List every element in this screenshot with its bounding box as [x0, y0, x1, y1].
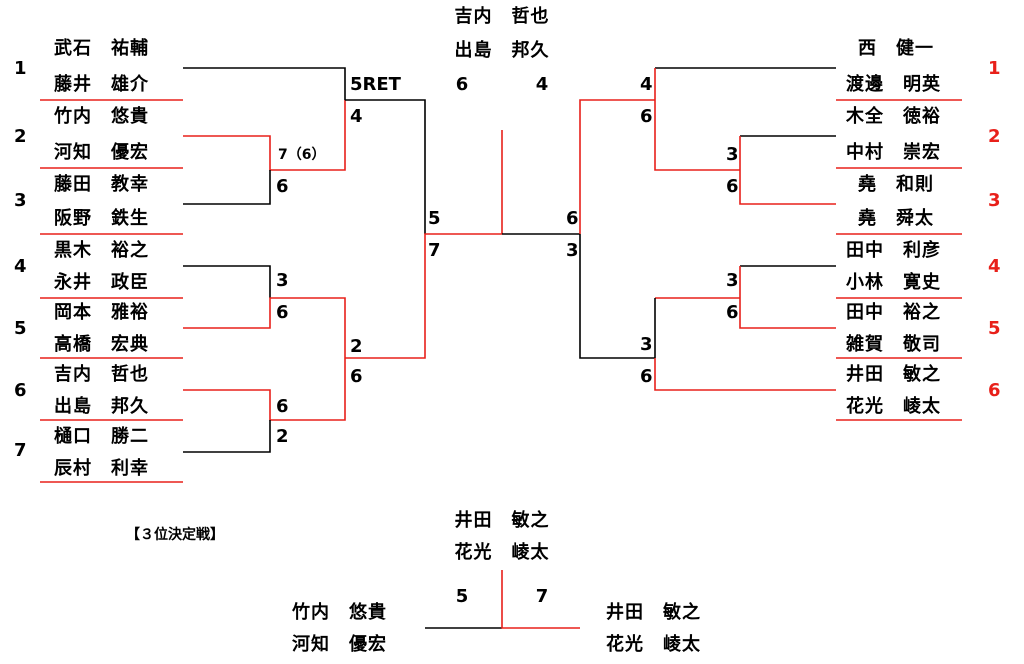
- left-seed-5: 5: [14, 318, 27, 339]
- right-player: 雑賀 敬司: [846, 334, 941, 355]
- left-score: 5RET: [350, 74, 401, 95]
- left-score: 7: [428, 240, 441, 261]
- right-score: 3: [726, 270, 739, 291]
- right-seed-4: 4: [988, 256, 1001, 277]
- third-place-winner: 花光 崚太: [454, 542, 550, 563]
- left-score: 6: [350, 366, 363, 387]
- left-player: 阪野 鉄生: [54, 208, 149, 229]
- right-player: 井田 敏之: [846, 364, 941, 385]
- right-score: 6: [566, 208, 579, 229]
- right-seed-1: 1: [988, 58, 1001, 79]
- right-score: 6: [726, 176, 739, 197]
- left-player: 岡本 雅裕: [54, 302, 149, 323]
- left-player: 河知 優宏: [54, 142, 149, 163]
- right-score: 4: [640, 74, 653, 95]
- left-player: 出島 邦久: [54, 396, 149, 417]
- left-seed-7: 7: [14, 440, 27, 461]
- left-player: 高橋 宏典: [54, 334, 149, 355]
- left-seed-3: 3: [14, 190, 27, 211]
- left-player: 辰村 利幸: [54, 458, 149, 479]
- right-seed-3: 3: [988, 190, 1001, 211]
- left-score: 2: [276, 426, 289, 447]
- left-score: 6: [276, 176, 289, 197]
- right-player: 花光 崚太: [846, 396, 941, 417]
- left-player: 竹内 悠貴: [54, 106, 149, 127]
- third-place-left-player: 河知 優宏: [292, 634, 387, 655]
- left-player: 樋口 勝二: [54, 426, 149, 447]
- right-seed-5: 5: [988, 318, 1001, 339]
- left-score: 4: [350, 106, 363, 127]
- left-seed-6: 6: [14, 380, 27, 401]
- final-score-right: 4: [535, 74, 549, 95]
- left-player: 吉内 哲也: [54, 364, 149, 385]
- left-player: 藤井 雄介: [54, 74, 149, 95]
- right-player: 渡邊 明英: [846, 74, 941, 95]
- left-score: 6: [276, 396, 289, 417]
- left-score: 3: [276, 270, 289, 291]
- left-player: 藤田 教幸: [54, 174, 149, 195]
- final-score-left: 6: [455, 74, 469, 95]
- champion-player: 吉内 哲也: [454, 6, 550, 27]
- left-seed-1: 1: [14, 58, 27, 79]
- left-seed-2: 2: [14, 126, 27, 147]
- left-score: 6: [276, 302, 289, 323]
- right-player: 堯 和則: [858, 174, 934, 195]
- right-player: 中村 崇宏: [846, 142, 941, 163]
- left-score: 7（6）: [278, 147, 326, 163]
- right-player: 田中 裕之: [846, 302, 941, 323]
- left-score: 2: [350, 336, 363, 357]
- right-seed-2: 2: [988, 126, 1001, 147]
- right-player: 木全 徳裕: [846, 106, 941, 127]
- right-score: 6: [726, 302, 739, 323]
- right-player: 堯 舜太: [858, 208, 934, 229]
- right-player: 西 健一: [858, 38, 934, 59]
- right-score: 6: [640, 106, 653, 127]
- right-player: 小林 寛史: [846, 272, 941, 293]
- right-score: 3: [566, 240, 579, 261]
- third-place-score-right: 7: [535, 586, 549, 607]
- third-place-right-player: 井田 敏之: [606, 602, 701, 623]
- right-score: 3: [640, 334, 653, 355]
- right-score: 3: [726, 144, 739, 165]
- champion-player: 出島 邦久: [454, 40, 550, 61]
- left-player: 武石 祐輔: [54, 38, 149, 59]
- left-player: 永井 政臣: [54, 272, 149, 293]
- third-place-left-player: 竹内 悠貴: [292, 602, 387, 623]
- third-place-score-left: 5: [455, 586, 469, 607]
- left-player: 黒木 裕之: [54, 240, 149, 261]
- left-score: 5: [428, 208, 441, 229]
- third-place-title: 【３位決定戦】: [126, 527, 224, 543]
- right-player: 田中 利彦: [846, 240, 941, 261]
- third-place-winner: 井田 敏之: [454, 510, 550, 531]
- left-seed-4: 4: [14, 256, 27, 277]
- right-score: 6: [640, 366, 653, 387]
- right-seed-6: 6: [988, 380, 1001, 401]
- third-place-right-player: 花光 崚太: [606, 634, 701, 655]
